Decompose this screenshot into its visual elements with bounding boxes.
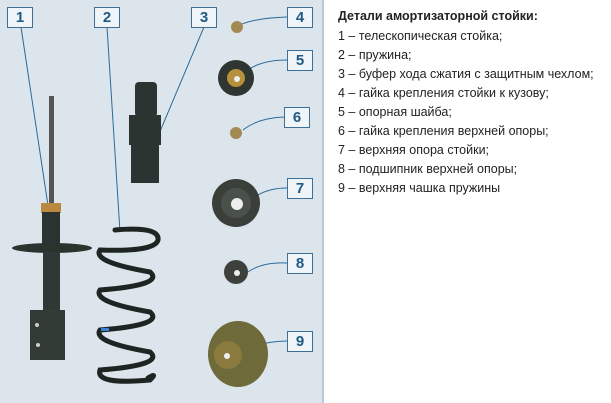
- leader-line-5: [247, 59, 288, 71]
- callout-7: 7: [287, 178, 313, 199]
- nut-icon: [230, 127, 242, 139]
- callout-9: 9: [287, 331, 313, 352]
- legend-item: 1 – телескопическая стойка;: [338, 29, 503, 43]
- leader-line-1: [20, 26, 53, 233]
- strut-parts-illustration: 1 2 3 4 5 6 7 8 9: [0, 0, 324, 403]
- legend-item: 5 – опорная шайба;: [338, 105, 452, 119]
- legend-title: Детали амортизаторной стойки:: [338, 9, 538, 23]
- nut-icon: [231, 21, 243, 33]
- legend-item: 3 – буфер хода сжатия с защитным чехлом;: [338, 67, 594, 81]
- legend-item: 2 – пружина;: [338, 48, 412, 62]
- legend-item: 4 – гайка крепления стойки к кузову;: [338, 86, 549, 100]
- leader-line-4: [239, 16, 288, 26]
- leader-line-6: [242, 116, 285, 131]
- legend-item: 9 – верхняя чашка пружины: [338, 181, 501, 195]
- callout-5: 5: [287, 50, 313, 71]
- callout-8: 8: [287, 253, 313, 274]
- leader-line-2: [106, 26, 121, 233]
- coil-spring-icon: [96, 226, 161, 384]
- spring-cup-icon: [208, 321, 268, 387]
- spring-paint-mark: [101, 328, 109, 331]
- bump-stop-boot-icon: [129, 82, 161, 183]
- callout-6: 6: [284, 107, 310, 128]
- legend-item: 6 – гайка крепления верхней опоры;: [338, 124, 549, 138]
- callout-2: 2: [94, 7, 120, 28]
- leader-line-7: [257, 187, 288, 196]
- callout-4: 4: [287, 7, 313, 28]
- support-washer-icon: [218, 60, 254, 96]
- parts-legend: Детали амортизаторной стойки: 1 – телеск…: [338, 9, 594, 198]
- parts-drawing: [12, 16, 288, 387]
- leader-line-8: [247, 262, 288, 273]
- legend-item: 7 – верхняя опора стойки;: [338, 143, 490, 157]
- callout-1: 1: [7, 7, 33, 28]
- callout-3: 3: [191, 7, 217, 28]
- bearing-icon: [224, 260, 248, 284]
- legend-item: 8 – подшипник верхней опоры;: [338, 162, 518, 176]
- upper-mount-icon: [212, 179, 260, 227]
- telescopic-strut-icon: [12, 96, 92, 360]
